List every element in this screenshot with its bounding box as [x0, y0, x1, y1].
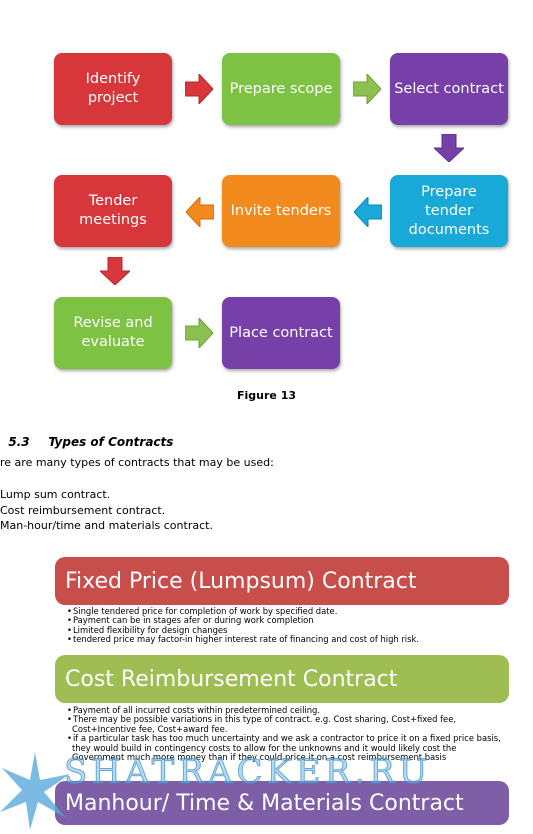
step-invite-tenders: Invite tenders [222, 175, 340, 247]
list-item: Man-hour/time and materials contract. [0, 519, 213, 532]
cost-reimbursement-bullets: Payment of all incurred costs within pre… [65, 705, 510, 762]
intro-paragraph: re are many types of contracts that may … [0, 456, 274, 469]
list-item: Payment can be in stages afer or during … [65, 615, 510, 625]
arrow-down-icon [100, 257, 130, 285]
section-title: Types of Contracts [48, 435, 174, 449]
list-item: if a particular task has too much uncert… [65, 733, 510, 762]
banner-cost-reimbursement: Cost Reimbursement Contract [55, 655, 509, 703]
figure-caption: Figure 13 [236, 389, 296, 402]
step-prepare-tender-documents: Prepare tender documents [390, 175, 508, 247]
list-item: tendered price may factor-in higher inte… [65, 634, 510, 644]
contract-types-list: Lump sum contract. Cost reimbursement co… [0, 487, 213, 534]
list-item: Single tendered price for completion of … [65, 606, 510, 616]
step-select-contract: Select contract [390, 53, 508, 125]
banner-fixed-price: Fixed Price (Lumpsum) Contract [55, 557, 509, 605]
arrow-right-icon [353, 74, 381, 104]
section-heading: 5.3 Types of Contracts [0, 421, 173, 449]
section-number: 5.3 [8, 435, 30, 449]
step-identify-project: Identify project [54, 53, 172, 125]
arrow-right-icon [185, 74, 213, 104]
arrow-left-icon [354, 197, 382, 227]
watermark-text: SHATRACKER.RU [63, 752, 432, 793]
step-revise-and-evaluate: Revise and evaluate [54, 297, 172, 369]
step-prepare-scope: Prepare scope [222, 53, 340, 125]
banner-manhour-time-materials: Manhour/ Time & Materials Contract [55, 781, 509, 825]
arrow-right-icon [185, 318, 213, 348]
list-item: Cost reimbursement contract. [0, 503, 166, 517]
step-place-contract: Place contract [222, 297, 340, 369]
list-item: There may be possible variations in this… [65, 715, 510, 734]
list-item: Lump sum contract. [0, 488, 111, 501]
list-item: Payment of all incurred costs within pre… [65, 705, 510, 715]
watermark-star-icon [0, 752, 70, 830]
arrow-left-icon [186, 197, 214, 227]
arrow-down-icon [434, 134, 464, 162]
step-tender-meetings: Tender meetings [54, 175, 172, 247]
list-item: Limited flexibility for design changes [65, 625, 510, 635]
fixed-price-bullets: Single tendered price for completion of … [65, 606, 510, 645]
